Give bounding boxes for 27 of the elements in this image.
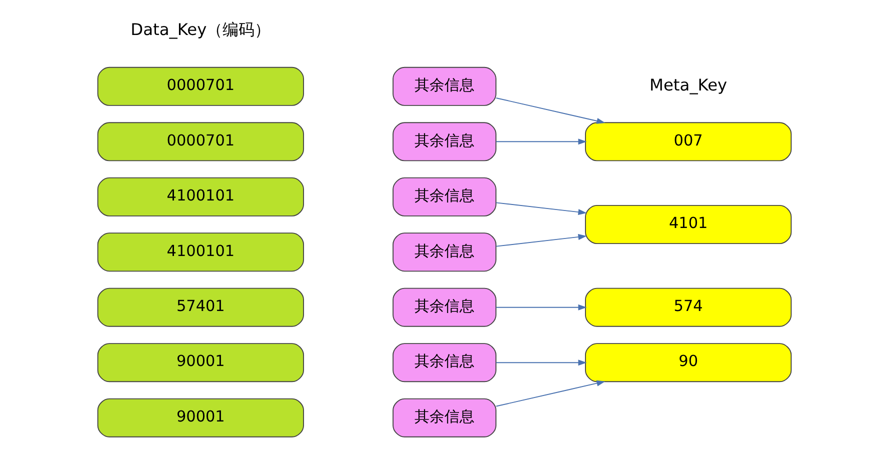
node-box: 其余信息 [392, 232, 496, 272]
node-box: 90 [584, 343, 792, 382]
node-box: 90001 [97, 398, 304, 438]
node-box: 其余信息 [392, 288, 496, 327]
node-box: 其余信息 [392, 343, 496, 382]
arrow [496, 360, 587, 366]
node-box: 4100101 [97, 177, 304, 216]
node-box: 574 [584, 288, 792, 327]
node-box: 其余信息 [392, 66, 496, 106]
node-box: 57401 [97, 288, 304, 327]
node-box: 其余信息 [392, 122, 496, 162]
arrow [496, 304, 587, 310]
arrow [496, 138, 587, 145]
node-box: 0000701 [97, 66, 304, 106]
arrow [496, 380, 606, 407]
arrow [496, 234, 587, 247]
arrow [496, 202, 587, 216]
node-box: 4101 [584, 204, 792, 244]
node-box: 007 [584, 122, 792, 162]
node-box: 4100101 [97, 232, 304, 272]
label: Data_Key（编码） [130, 20, 271, 40]
node-box: 0000701 [97, 122, 304, 162]
node-box: 其余信息 [392, 177, 496, 216]
node-box: 其余信息 [392, 398, 496, 438]
node-box: 90001 [97, 343, 304, 382]
label: Meta_Key [650, 75, 728, 94]
arrow [496, 98, 606, 124]
